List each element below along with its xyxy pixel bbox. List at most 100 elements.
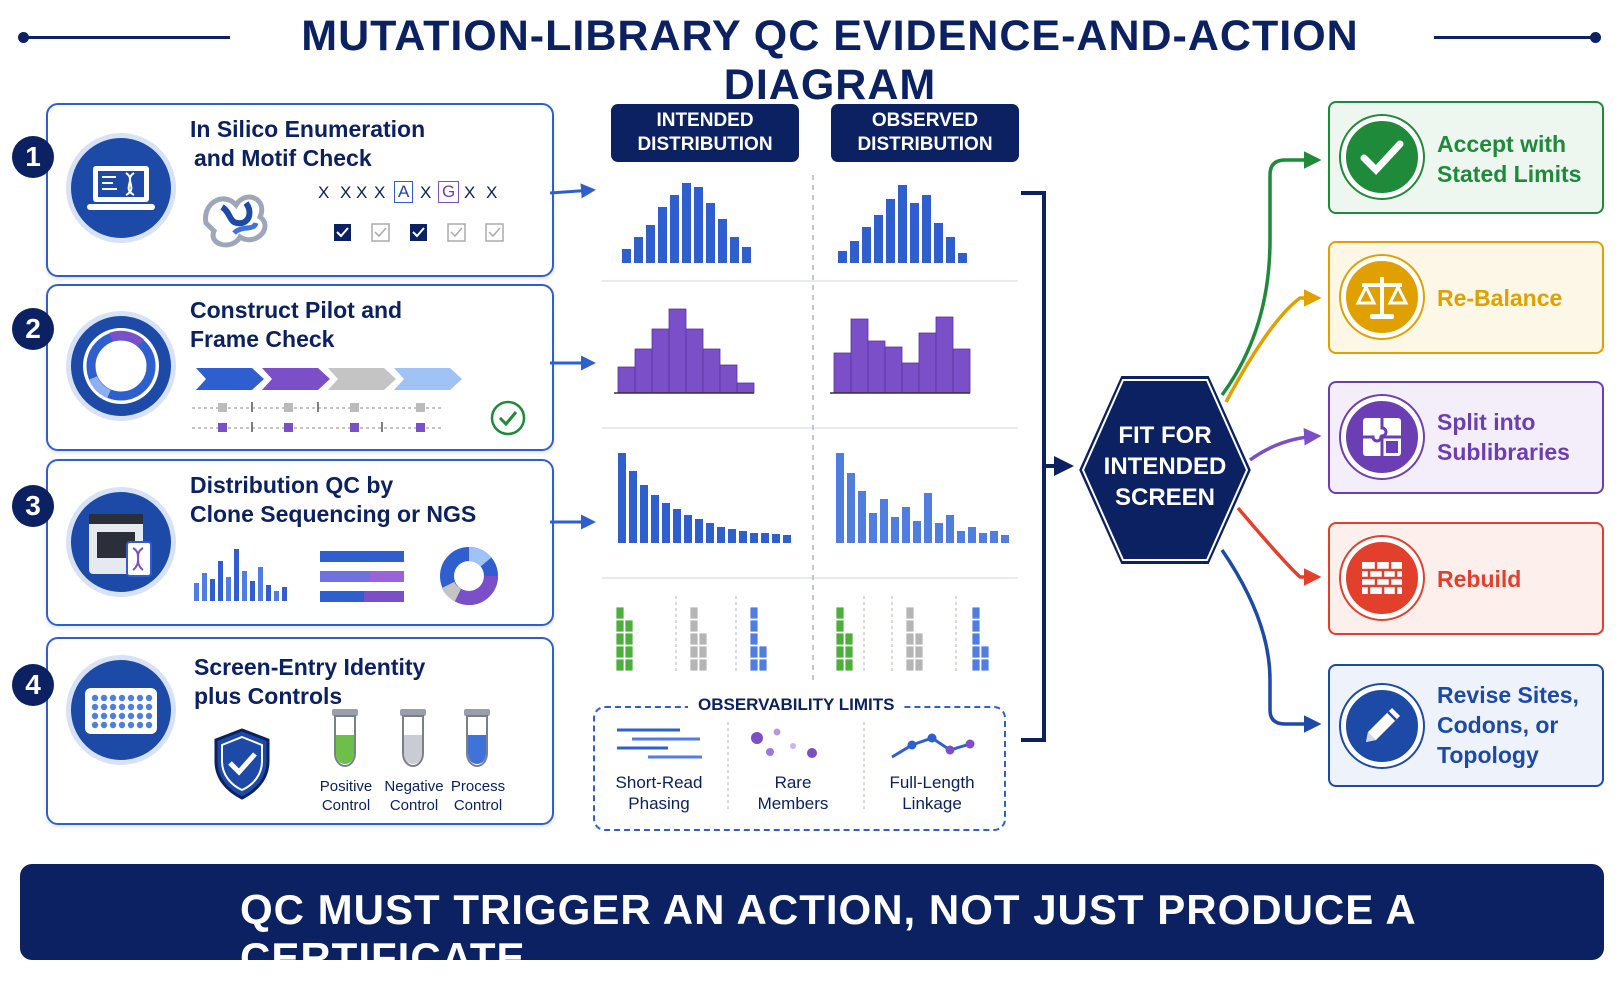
histogram-bar [695,519,703,543]
title-left-rule [24,36,230,39]
histogram-bar [844,658,854,672]
histogram-bar [739,531,747,543]
motif-sequence: X X X X A X G X X [318,181,518,203]
histogram-bar [836,453,844,543]
histogram-bar [990,531,998,543]
histogram-bar [935,523,943,543]
histogram-bar [905,658,915,672]
title-row: MUTATION-LIBRARY QC EVIDENCE-AND-ACTION … [0,0,1619,109]
positive-control-label: Positive Control [316,777,376,815]
histogram-bar [658,207,667,263]
histogram-bar [749,619,759,633]
obs-label-line: Short-Read [615,773,703,792]
read-coverage-bars [320,549,410,610]
histogram-bar [850,241,859,263]
histogram-bar [835,632,845,646]
action-label-line: Accept with [1437,131,1567,157]
histogram-bar [684,515,692,543]
obs-label-line: Linkage [902,794,962,813]
observed-distribution-header: OBSERVED DISTRIBUTION [831,104,1019,162]
histogram-bar [835,619,845,633]
histogram-bar [749,658,759,672]
frame-alignment-track [192,398,452,443]
histogram-bar [742,247,751,263]
action-card-rebuild: Rebuild [1328,522,1604,635]
histogram-bar [838,251,847,263]
histogram-bar [847,473,855,543]
header-line: DISTRIBUTION [857,134,993,155]
histogram-bar [783,535,791,543]
histogram-bar [905,619,915,633]
step-4-title-line1: Screen-Entry Identity [194,654,426,680]
step-card-1: In Silico Enumeration and Motif Check X … [46,103,554,277]
histogram-bar [719,364,738,394]
histogram-bar [698,658,708,672]
title-left-dot [18,32,29,43]
action-label: Revise Sites, Codons, or Topology [1437,680,1579,770]
histogram-bar [869,513,877,543]
histogram-bar [668,308,687,394]
decision-label-line: SCREEN [1114,484,1216,511]
obs-label-line: Full-Length [889,773,975,792]
negative-control-tube-icon [398,707,428,774]
step-1-title: In Silico Enumeration and Motif Check [190,115,425,173]
obs-label-line: Members [757,794,829,813]
action-label-line: Codons, or [1437,712,1559,738]
histogram-bar [901,362,920,394]
histogram-bar [624,632,634,646]
action-label: Re-Balance [1437,283,1562,313]
histogram-bar [618,453,626,543]
histogram-bar [835,658,845,672]
motif-token: X [486,183,498,202]
control-label-line: Positive [319,778,373,795]
histogram-bar [640,485,648,543]
histogram-bar [971,632,981,646]
process-control-tube-icon [462,707,492,774]
histogram-bar [615,606,625,620]
histogram-bar [749,645,759,659]
histogram-bar [850,318,869,394]
evidence-bracket [1021,191,1046,742]
histogram-bar [914,632,924,646]
histogram-bar [844,632,854,646]
step-number-1: 1 [12,136,54,178]
histogram-bar [971,658,981,672]
step-3-title-line1: Distribution QC by [190,472,394,498]
histogram-bar [634,237,643,263]
decision-label-line: INTENDED [1103,453,1227,480]
histogram-bar [646,225,655,263]
distribution-donut-icon [438,545,500,612]
histogram-bar [702,348,721,394]
motif-token: X [420,183,432,202]
histogram-bar [905,645,915,659]
step-card-2: Construct Pilot and Frame Check [46,284,554,451]
decision-label: FIT FOR INTENDED SCREEN [1077,420,1253,513]
step-2-title-line1: Construct Pilot and [190,297,403,323]
step-number-4: 4 [12,664,54,706]
histogram-bar [886,199,895,263]
histogram-bar [891,517,899,543]
header-line: OBSERVED [871,110,979,131]
histogram-bar [913,521,921,543]
motif-token: X [318,183,330,202]
branch-revise [1220,549,1322,733]
puzzle-icon [1341,396,1423,478]
page-title: MUTATION-LIBRARY QC EVIDENCE-AND-ACTION … [301,12,1359,109]
decision-hexagon-inner [1081,379,1249,561]
action-card-split: Split into Sublibraries [1328,381,1604,494]
histogram-bar [615,619,625,633]
histogram-bar [971,606,981,620]
rare-members-icon [751,728,817,758]
sequencer-icon [66,487,176,597]
histogram-bar [874,215,883,263]
action-label-line: Split into [1437,409,1536,435]
obs-label-line: Phasing [628,794,690,813]
histogram-bar [728,529,736,543]
histogram-bar [934,223,943,263]
histogram-bar [689,606,699,620]
sequencing-histogram [192,547,292,608]
histogram-bar [749,606,759,620]
histogram-bar [946,515,954,543]
step-4-title: Screen-Entry Identity plus Controls [194,653,425,711]
histogram-bar [750,533,758,543]
